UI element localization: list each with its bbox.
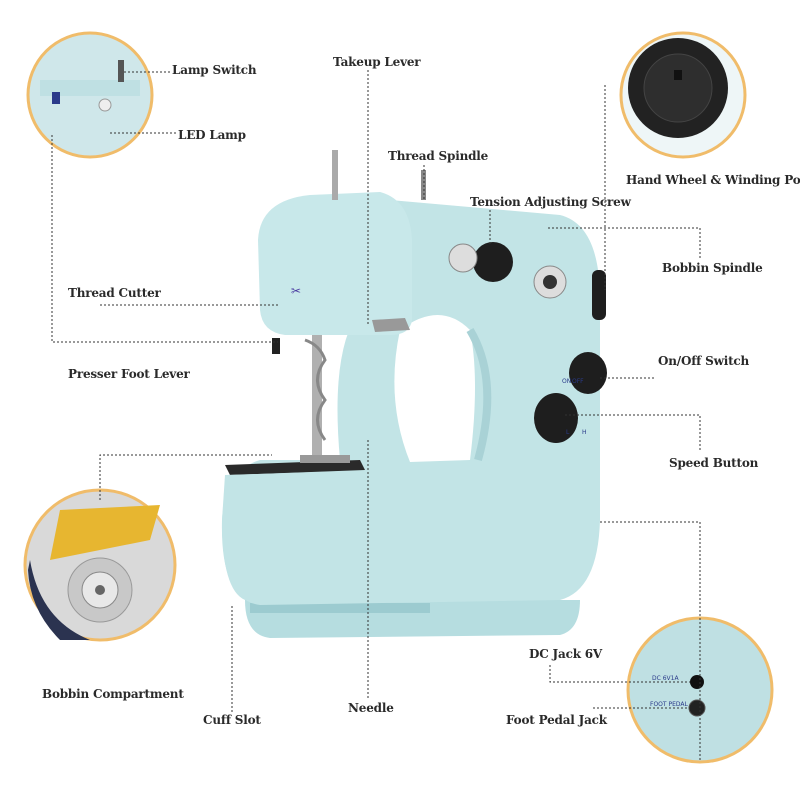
hand-wheel-callout: [619, 31, 747, 159]
label-presser-foot-lever: Presser Foot Lever: [68, 367, 190, 381]
label-thread-spindle: Thread Spindle: [388, 149, 489, 163]
label-bobbin-compartment: Bobbin Compartment: [42, 687, 184, 701]
label-speed-button: Speed Button: [669, 456, 759, 470]
thread-cutter-symbol: ✂: [291, 284, 301, 298]
low-marking: L: [566, 429, 570, 436]
label-hand-wheel: Hand Wheel & Winding Pole: [626, 173, 800, 187]
needle-bed: [225, 460, 365, 475]
label-needle: Needle: [348, 701, 394, 715]
needle-bar: [312, 335, 322, 460]
foot-pedal-marking: FOOT PEDAL: [650, 701, 688, 708]
label-cuff-slot: Cuff Slot: [203, 713, 261, 727]
label-lamp-switch: Lamp Switch: [172, 63, 257, 77]
on-marking: ON: [562, 378, 571, 385]
label-thread-cutter: Thread Cutter: [68, 286, 161, 300]
label-takeup-lever: Takeup Lever: [333, 55, 421, 69]
speed-knob: [534, 393, 578, 443]
thread-spindle-pin: [332, 150, 338, 200]
label-bobbin-spindle: Bobbin Spindle: [662, 261, 763, 275]
bobbin-callout: [23, 488, 177, 642]
label-tension-screw: Tension Adjusting Screw: [470, 195, 631, 209]
tension-knob: [473, 242, 513, 282]
dc-marking: DC 6V1A: [652, 675, 679, 682]
machine-head: [258, 192, 412, 335]
presser-foot-lever-part: [272, 338, 280, 354]
hand-wheel-part: [592, 270, 606, 320]
cuff-slot: [250, 603, 430, 613]
label-on-off-switch: On/Off Switch: [658, 354, 750, 368]
label-led-lamp: LED Lamp: [178, 128, 246, 142]
arch-opening: [394, 315, 475, 462]
label-dc-jack: DC Jack 6V: [529, 647, 603, 661]
off-marking: OFF: [572, 378, 584, 385]
on-off-knob: [569, 352, 607, 394]
leader-lines: [51, 70, 701, 760]
lamp-callout: [26, 31, 154, 159]
high-marking: H: [582, 429, 587, 436]
label-foot-pedal-jack: Foot Pedal Jack: [506, 713, 607, 727]
